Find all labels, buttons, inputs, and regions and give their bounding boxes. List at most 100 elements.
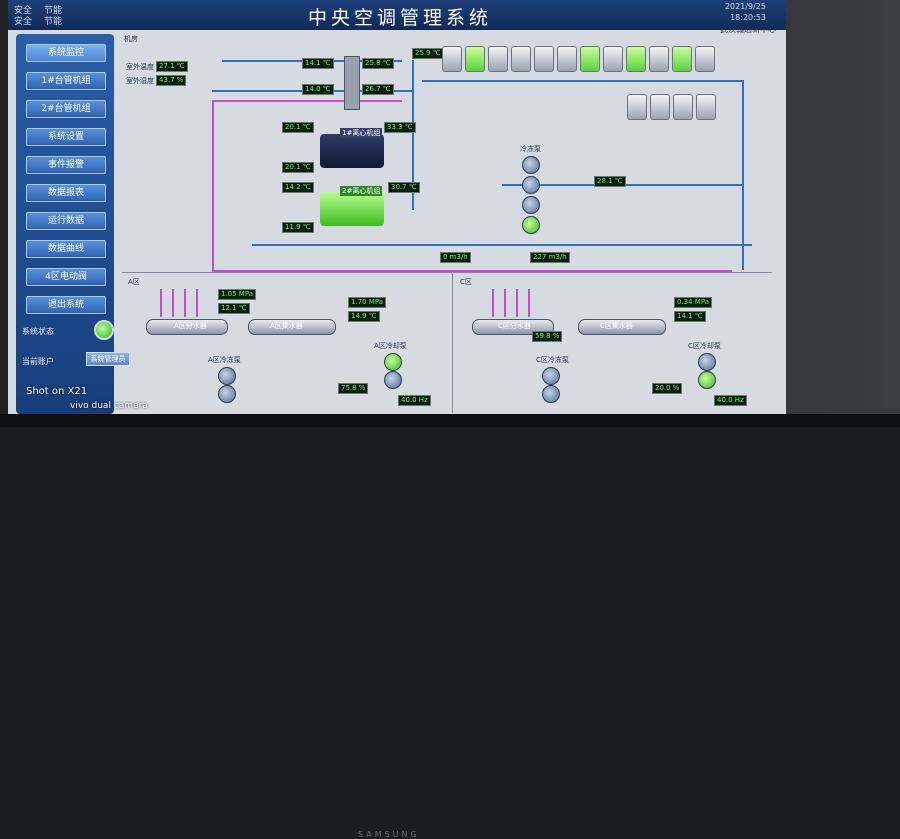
zone-c-label: C区 — [460, 278, 472, 286]
temp-readout: 14.0 ℃ — [302, 84, 334, 95]
pump-running-icon[interactable] — [698, 371, 716, 389]
pump-label: C区冷却泵 — [688, 342, 721, 350]
pump-running-icon[interactable] — [384, 353, 402, 371]
outdoor-temp-label: 室外温度 — [126, 63, 154, 71]
status-indicator-icon — [94, 320, 114, 340]
pipe-return — [212, 270, 732, 272]
hx-label: C区分水器 — [498, 322, 531, 330]
nav-curves[interactable]: 数据曲线 — [26, 240, 106, 258]
org-label: 武汉翰通新中心 — [720, 25, 776, 34]
temp-readout: 30.7 ℃ — [388, 182, 420, 193]
nav-unit-2[interactable]: 2#台管机组 — [26, 100, 106, 118]
temp-readout: 33.3 ℃ — [384, 122, 416, 133]
freq-readout: 40.0 Hz — [398, 395, 431, 406]
pump-icon[interactable] — [542, 367, 560, 385]
time: 18:20:53 — [730, 13, 766, 22]
branch-pipe — [184, 289, 186, 317]
branch-pipe — [196, 289, 198, 317]
cooling-tower-running-icon[interactable] — [626, 46, 646, 72]
c-return-header — [578, 319, 666, 335]
cooling-tower-icon[interactable] — [673, 94, 693, 120]
cooling-tower-running-icon[interactable] — [672, 46, 692, 72]
cooling-tower-icon[interactable] — [488, 46, 508, 72]
branch-pipe — [516, 289, 518, 317]
temp-readout: 14.1 ℃ — [302, 58, 334, 69]
temp-readout: 20.1 ℃ — [282, 162, 314, 173]
pump-label: C区冷冻泵 — [536, 356, 569, 364]
cooling-tower-icon[interactable] — [442, 46, 462, 72]
pump-icon[interactable] — [542, 385, 560, 403]
branch-pipe — [504, 289, 506, 317]
temp-readout: 25.9 ℃ — [412, 48, 444, 59]
pipe-return — [212, 100, 402, 102]
top-left-label-2: 节能 — [44, 6, 63, 16]
top-left-sub-2: 节能 — [44, 17, 63, 27]
temp-readout: 26.7 ℃ — [362, 84, 394, 95]
cooling-tower-icon[interactable] — [649, 46, 669, 72]
outdoor-humidity-label: 室外湿度 — [126, 77, 154, 85]
cooling-tower-icon[interactable] — [650, 94, 670, 120]
cooling-tower-icon[interactable] — [511, 46, 531, 72]
nav-settings[interactable]: 系统设置 — [26, 128, 106, 146]
nav-unit-1[interactable]: 1#台管机组 — [26, 72, 106, 90]
branch-pipe — [492, 289, 494, 317]
pipe — [742, 80, 744, 270]
nav-run-data[interactable]: 运行数据 — [26, 212, 106, 230]
temp-readout: 14.1 ℃ — [674, 311, 706, 322]
pump-icon[interactable] — [384, 371, 402, 389]
pump-icon[interactable] — [698, 353, 716, 371]
manifold — [344, 56, 360, 110]
pump-icon[interactable] — [218, 367, 236, 385]
scada-screen: 安全 节能 安全 节能 中央空调管理系统 2021/9/25 18:20:53 … — [8, 0, 786, 414]
cooling-tower-icon[interactable] — [695, 46, 715, 72]
nav-valve[interactable]: 4区电动阀 — [26, 268, 106, 286]
divider — [452, 273, 453, 413]
pump-label: A区冷却泵 — [374, 342, 407, 350]
pipe — [252, 244, 752, 246]
outdoor-temp-value: 27.1 ℃ — [156, 61, 188, 72]
pump-icon[interactable] — [522, 196, 540, 214]
nav-reports[interactable]: 数据报表 — [26, 184, 106, 202]
title-bar: 安全 节能 安全 节能 中央空调管理系统 2021/9/25 18:20:53 … — [8, 0, 786, 34]
pump-label: A区冷冻泵 — [208, 356, 241, 364]
admin-button[interactable]: 系统管理员 — [86, 352, 130, 366]
cooling-tower-icon[interactable] — [696, 94, 716, 120]
pump-group-label: 冷冻泵 — [520, 145, 541, 153]
pump-running-icon[interactable] — [522, 216, 540, 234]
nav-exit[interactable]: 退出系统 — [26, 296, 106, 314]
temp-readout: 25.8 ℃ — [362, 58, 394, 69]
cooling-tower-icon[interactable] — [603, 46, 623, 72]
nav-alarms[interactable]: 事件报警 — [26, 156, 106, 174]
percent-readout: 75.8 % — [338, 383, 369, 394]
hx-label: A区分水器 — [174, 322, 207, 330]
date: 2021/9/25 — [724, 2, 766, 11]
hx-label: C区集水器 — [600, 322, 633, 330]
a-return-header — [248, 319, 336, 335]
branch-pipe — [160, 289, 162, 317]
cooling-tower-icon[interactable] — [557, 46, 577, 72]
nav-system-monitor[interactable]: 系统监控 — [26, 44, 106, 62]
cooling-tower-icon[interactable] — [534, 46, 554, 72]
top-left-sub: 安全 — [14, 17, 33, 27]
cooling-tower-running-icon[interactable] — [580, 46, 600, 72]
zone-a-label: A区 — [128, 278, 140, 286]
pump-icon[interactable] — [218, 385, 236, 403]
monitor-bezel: SAMSUNG — [0, 414, 900, 839]
top-left-label: 安全 — [14, 6, 33, 16]
zone-panel: A区 C区 A区分水器 A区集水器 1.05 MPa 12.1 ℃ 1.70 M… — [122, 272, 772, 413]
brand-logo: SAMSUNG — [358, 830, 420, 839]
temp-readout: 14.2 ℃ — [282, 182, 314, 193]
branch-pipe — [172, 289, 174, 317]
pump-icon[interactable] — [522, 156, 540, 174]
freq-readout: 40.0 Hz — [714, 395, 747, 406]
flow-readout: 227 m3/h — [530, 252, 570, 263]
hx-label: A区集水器 — [270, 322, 303, 330]
cooling-tower-running-icon[interactable] — [465, 46, 485, 72]
branch-pipe — [528, 289, 530, 317]
cooling-tower-icon[interactable] — [627, 94, 647, 120]
pump-icon[interactable] — [522, 176, 540, 194]
percent-readout: 59.8 % — [532, 331, 563, 342]
camera-watermark-2: vivo dual camera — [70, 401, 148, 411]
chiller-1-label: 1#离心机组 — [340, 128, 383, 138]
